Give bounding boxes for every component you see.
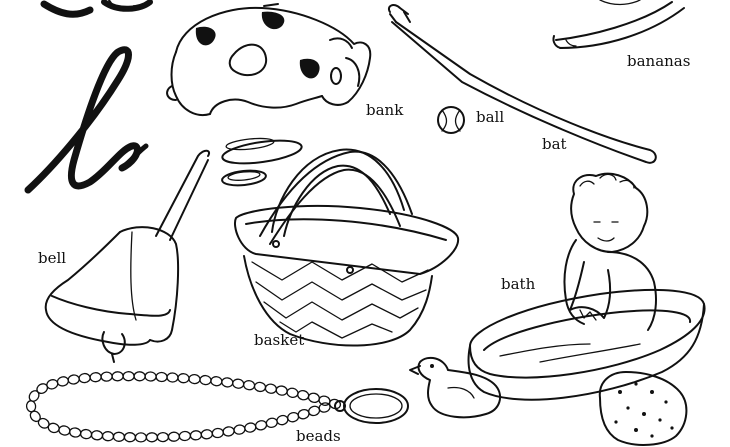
pendant-drawing xyxy=(334,388,409,424)
piggy-bank-drawing xyxy=(166,3,372,116)
bead xyxy=(111,371,124,382)
bead xyxy=(101,431,115,442)
bead xyxy=(123,432,137,443)
bead xyxy=(58,425,71,436)
bead xyxy=(307,392,320,404)
bead xyxy=(144,371,157,382)
label-bath: bath xyxy=(501,275,536,293)
bead xyxy=(166,372,179,383)
bead xyxy=(25,400,37,413)
bead xyxy=(90,430,104,441)
sponge-drawing xyxy=(598,371,688,446)
coins-drawing xyxy=(221,137,303,187)
bananas-drawing xyxy=(552,0,685,49)
bead xyxy=(275,385,288,396)
bead xyxy=(79,428,93,440)
bead xyxy=(265,417,278,429)
bead xyxy=(318,402,331,413)
baby-in-bath-drawing xyxy=(467,172,706,401)
bead xyxy=(156,431,170,443)
bead xyxy=(297,389,310,401)
bead xyxy=(167,431,181,442)
beads-drawing xyxy=(25,371,342,443)
bead xyxy=(67,374,80,385)
bead xyxy=(145,432,159,443)
bell-drawing xyxy=(44,149,210,363)
ball-drawing xyxy=(437,106,465,134)
label-basket: basket xyxy=(254,331,305,349)
bead xyxy=(286,387,299,398)
cursive-capital-b-letter xyxy=(40,0,153,18)
bead xyxy=(254,420,268,431)
bead xyxy=(122,371,135,382)
bead xyxy=(69,427,82,438)
bead xyxy=(155,371,168,383)
bead xyxy=(133,371,146,382)
bead xyxy=(112,431,126,442)
label-ball: ball xyxy=(476,108,505,126)
bead xyxy=(297,408,310,420)
bead xyxy=(100,371,113,382)
bat-drawing xyxy=(388,4,657,164)
rubber-duck-drawing xyxy=(409,356,502,419)
bead xyxy=(199,374,212,386)
label-bat: bat xyxy=(542,135,567,153)
bead xyxy=(211,427,224,439)
bead xyxy=(244,422,257,433)
cursive-lowercase-b-letter xyxy=(24,46,149,194)
basket-drawing xyxy=(234,148,460,347)
bead xyxy=(264,383,278,394)
bead xyxy=(89,372,102,383)
bead xyxy=(200,429,213,440)
label-bank: bank xyxy=(366,101,404,119)
bead xyxy=(222,426,235,437)
bead xyxy=(210,376,223,387)
label-bell: bell xyxy=(38,249,67,267)
bead xyxy=(78,372,91,384)
bead xyxy=(276,414,289,426)
label-bananas: bananas xyxy=(627,52,691,70)
bead xyxy=(232,378,245,389)
bead xyxy=(56,376,70,387)
bead xyxy=(188,373,201,385)
bead xyxy=(233,424,246,435)
bead xyxy=(221,377,234,388)
bead xyxy=(134,432,148,443)
bead xyxy=(242,380,256,391)
bead xyxy=(177,373,190,384)
bead xyxy=(287,411,300,423)
bead xyxy=(189,430,203,441)
label-beads: beads xyxy=(296,427,341,445)
bead xyxy=(253,381,267,393)
bead xyxy=(178,430,192,442)
